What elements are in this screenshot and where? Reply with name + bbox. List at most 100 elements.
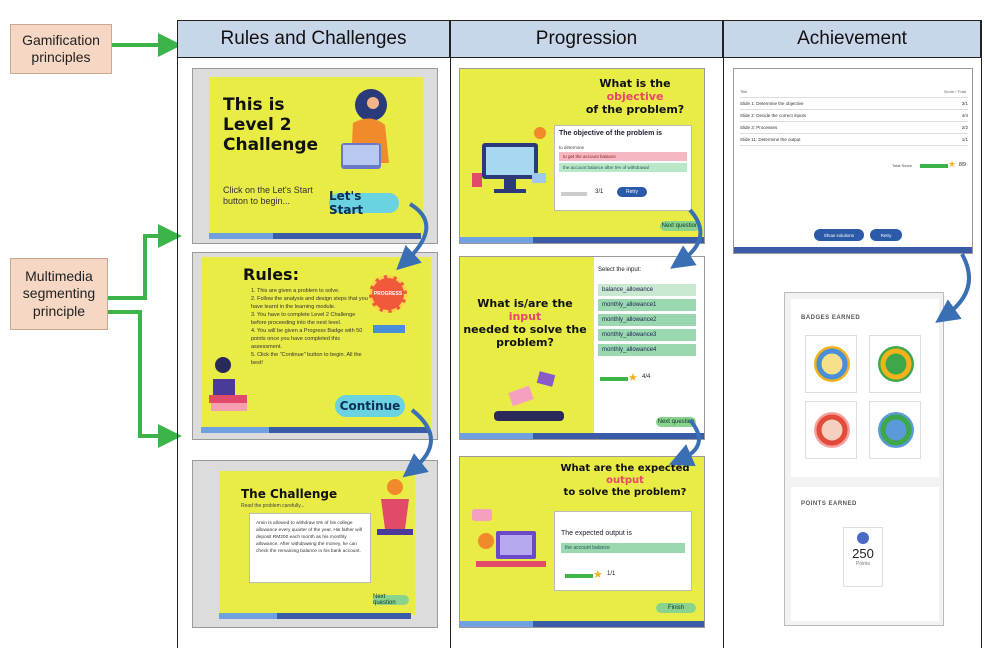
challenge-problem-text: Amin is allowed to withdraw 5% of his co… <box>256 521 362 554</box>
green-badge-icon <box>878 346 914 382</box>
progress-badge-text: PROGRESS <box>373 291 403 297</box>
input-option-row[interactable]: monthly_allowance3 <box>598 329 696 341</box>
input-option-row[interactable]: monthly_allowance1 <box>598 299 696 311</box>
column-divider <box>177 20 178 648</box>
output-card-title: The expected output is <box>561 530 632 537</box>
flow-arrow <box>402 408 433 478</box>
points-unit: Points <box>856 561 870 567</box>
next-question-button[interactable]: Next question <box>373 594 409 606</box>
next-question-button[interactable]: Next question <box>660 221 700 231</box>
badges-card: BADGES EARNED <box>791 299 939 477</box>
rules-title: Rules: <box>243 265 299 284</box>
output-correct-row[interactable]: the account balance <box>561 543 685 553</box>
total-score-bar <box>920 164 948 168</box>
input-question-title: What is/are the input needed to solve th… <box>463 297 587 349</box>
input-score: 4/4 <box>642 374 651 380</box>
slide-progress-bar <box>460 621 704 627</box>
objective-question-title: What is the objective of the problem? <box>585 77 685 116</box>
gold-badge-icon <box>814 346 850 382</box>
rule-item: 2. Follow the analysis and design steps … <box>251 296 368 310</box>
flow-arrow <box>670 208 703 269</box>
red-badge-icon <box>814 412 850 448</box>
flow-arrow <box>935 253 971 323</box>
star-icon: ★ <box>948 159 957 169</box>
star-icon: ★ <box>593 569 603 581</box>
slide-progress-bar <box>460 237 704 243</box>
challenge-subtitle: Read the problem carefully... <box>241 503 305 509</box>
laptop-desk-illustration <box>472 509 546 567</box>
phone-illustration <box>494 371 564 421</box>
multimedia-segmenting-label: Multimedia segmenting principle <box>10 258 108 330</box>
rules-slide-challenge: The Challenge Read the problem carefully… <box>192 460 438 628</box>
rules-list: 1. This are given a problem to solve. 2.… <box>251 287 369 367</box>
badge-tile <box>805 335 857 393</box>
rule-item: 5. Click the "Continue" button to begin.… <box>251 352 362 366</box>
progression-slide-output: What are the expected output to solve th… <box>459 456 705 628</box>
column-header-achievement: Achievement <box>723 20 981 58</box>
output-card: The expected output is the account balan… <box>554 511 692 591</box>
input-option-row[interactable]: monthly_allowance4 <box>598 344 696 356</box>
progression-slide-input: What is/are the input needed to solve th… <box>459 256 705 440</box>
star-icon: ★ <box>628 372 638 384</box>
input-option-row[interactable]: monthly_allowance2 <box>598 314 696 326</box>
student-illustration <box>341 89 389 169</box>
objective-score: 3/1 <box>595 189 604 195</box>
objective-option-correct[interactable]: the account balance after 5% of withdraw… <box>559 163 687 172</box>
arrow-multimedia-to-slide2 <box>108 310 182 448</box>
challenge-problem-card: Amin is allowed to withdraw 5% of his co… <box>249 513 371 583</box>
gamification-principles-label: Gamification principles <box>10 24 112 74</box>
slide-progress-bar <box>201 427 429 433</box>
points-earned-title: POINTS EARNED <box>801 501 857 507</box>
computer-illustration <box>472 127 546 193</box>
flow-arrow <box>669 418 701 467</box>
objective-card: The objective of the problem is to deter… <box>554 125 692 211</box>
next-question-button[interactable]: Next question <box>656 417 696 427</box>
progression-slide-objective: What is the objective of the problem? Th… <box>459 68 705 244</box>
output-progress-bar <box>565 574 593 578</box>
input-header-row: balance_allowance <box>598 284 696 296</box>
input-options-list: balance_allowance monthly_allowance1 mon… <box>598 281 696 359</box>
total-score-label: Total Score <box>892 163 913 168</box>
column-divider <box>450 20 451 648</box>
input-panel-title: Select the input: <box>598 267 642 273</box>
rule-item: 4. You will be given a Progress Badge wi… <box>251 328 363 350</box>
column-header-rules: Rules and Challenges <box>177 20 450 58</box>
badges-earned-title: BADGES EARNED <box>801 315 861 321</box>
slide-progress-bar <box>209 233 421 239</box>
slide-progress-bar <box>219 613 411 619</box>
continue-button[interactable]: Continue <box>335 395 405 417</box>
rule-item: 3. You have to complete Level 2 Challeng… <box>251 312 356 326</box>
progress-badge-graphic: PROGRESS <box>369 275 407 313</box>
objective-option-wrong[interactable]: to get the account balance <box>559 152 687 161</box>
column-divider <box>981 20 982 648</box>
badges-panel: BADGES EARNED POINTS EARNED 250 Points <box>784 292 944 626</box>
column-header-progression: Progression <box>450 20 723 58</box>
show-solutions-button[interactable]: Show solutions <box>814 229 864 241</box>
finish-button[interactable]: Finish <box>656 603 696 613</box>
points-tile: 250 Points <box>843 527 883 587</box>
level2-subtitle: Click on the Let's Start button to begin… <box>223 185 313 206</box>
badge-tile <box>805 401 857 459</box>
books-illustration <box>209 357 247 411</box>
rules-slide-rules: Rules: 1. This are given a problem to so… <box>192 252 438 440</box>
badge-tile <box>869 401 921 459</box>
slide-progress-bar <box>734 247 972 253</box>
points-coin-icon <box>857 532 869 544</box>
challenge-title: The Challenge <box>241 487 338 501</box>
input-progress-bar <box>600 377 628 381</box>
level2-title: This is Level 2 Challenge <box>223 95 319 155</box>
arrow-multimedia-to-slide1 <box>108 224 182 300</box>
flow-arrow <box>396 202 429 271</box>
rules-slide-level2: This is Level 2 Challenge Click on the L… <box>192 68 438 244</box>
objective-retry-button[interactable]: Retry <box>617 187 647 197</box>
achievement-summary-screen: Title Score / Total Slide 1: Determine t… <box>733 68 973 254</box>
studying-illustration <box>377 479 413 535</box>
objective-question-label: to determine <box>559 145 585 150</box>
summary-retry-button[interactable]: Retry <box>870 229 902 241</box>
output-question-title: What are the expected output to solve th… <box>560 463 690 498</box>
